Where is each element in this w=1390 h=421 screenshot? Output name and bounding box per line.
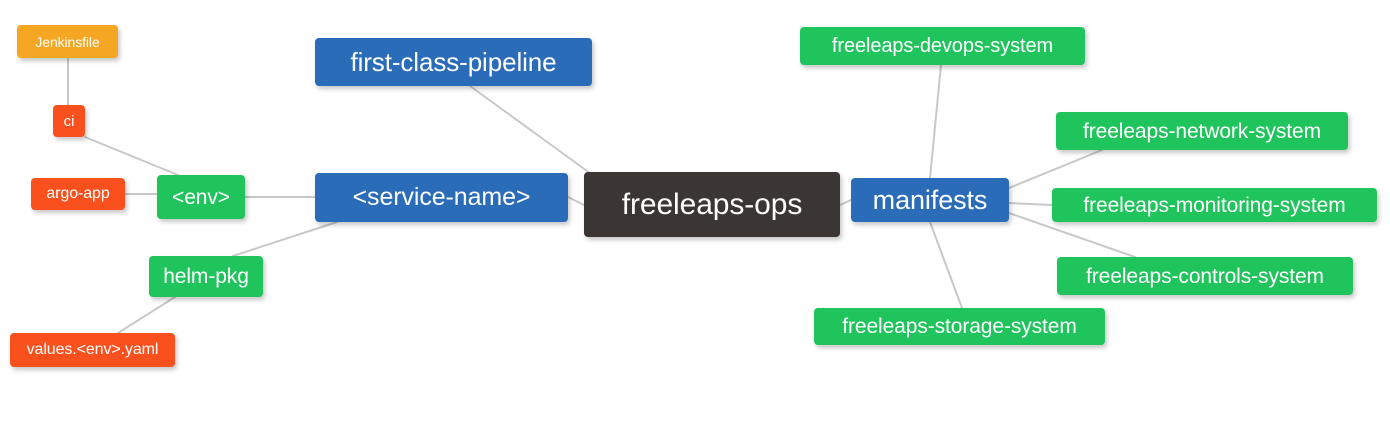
edge-manifests-to-network_system (1008, 149, 1103, 189)
node-freeleaps-monitoring-system[interactable]: freeleaps-monitoring-system (1052, 188, 1377, 222)
edge-env-to-ci (84, 136, 179, 176)
node-label: ci (63, 112, 75, 130)
node-argo-app[interactable]: argo-app (31, 178, 125, 210)
node-label: freeleaps-devops-system (831, 35, 1054, 57)
edge-manifests-to-devops_system (929, 64, 942, 179)
node-label: freeleaps-controls-system (1086, 264, 1324, 288)
node-helm-pkg[interactable]: helm-pkg (149, 256, 263, 297)
node-first-class-pipeline[interactable]: first-class-pipeline (315, 38, 592, 86)
node-label: argo-app (46, 185, 110, 202)
node-label: freeleaps-storage-system (842, 315, 1077, 338)
node-service-name[interactable]: <service-name> (315, 173, 568, 222)
node-jenkinsfile[interactable]: Jenkinsfile (17, 25, 118, 58)
edge-root-to-manifests (839, 199, 852, 206)
node-label: freeleaps-ops (621, 187, 803, 221)
node-freeleaps-ops[interactable]: freeleaps-ops (584, 172, 840, 237)
node-manifests[interactable]: manifests (851, 178, 1009, 222)
edge-root-to-service_name (567, 196, 585, 206)
node-freeleaps-network-system[interactable]: freeleaps-network-system (1056, 112, 1348, 150)
node-freeleaps-devops-system[interactable]: freeleaps-devops-system (800, 27, 1085, 65)
node-label: <service-name> (352, 183, 531, 211)
node-ci[interactable]: ci (53, 105, 85, 137)
node-values-yaml[interactable]: values.<env>.yaml (10, 333, 175, 367)
node-freeleaps-controls-system[interactable]: freeleaps-controls-system (1057, 257, 1353, 295)
node-freeleaps-storage-system[interactable]: freeleaps-storage-system (814, 308, 1105, 345)
node-label: freeleaps-network-system (1082, 119, 1321, 143)
node-label: manifests (872, 184, 988, 215)
edge-root-to-first_class_pipeline (469, 85, 595, 177)
node-label: freeleaps-monitoring-system (1083, 193, 1346, 217)
edge-manifests-to-storage_system (929, 221, 963, 309)
node-label: <env> (172, 185, 230, 209)
node-label: helm-pkg (163, 265, 249, 288)
node-label: first-class-pipeline (350, 47, 557, 77)
edge-helm_pkg-to-values_yaml (117, 296, 176, 334)
node-env[interactable]: <env> (157, 175, 245, 219)
edge-service_name-to-helm_pkg (232, 221, 338, 257)
edge-manifests-to-monitoring_system (1008, 202, 1053, 206)
node-label: values.<env>.yaml (26, 341, 159, 358)
node-label: Jenkinsfile (35, 33, 100, 50)
